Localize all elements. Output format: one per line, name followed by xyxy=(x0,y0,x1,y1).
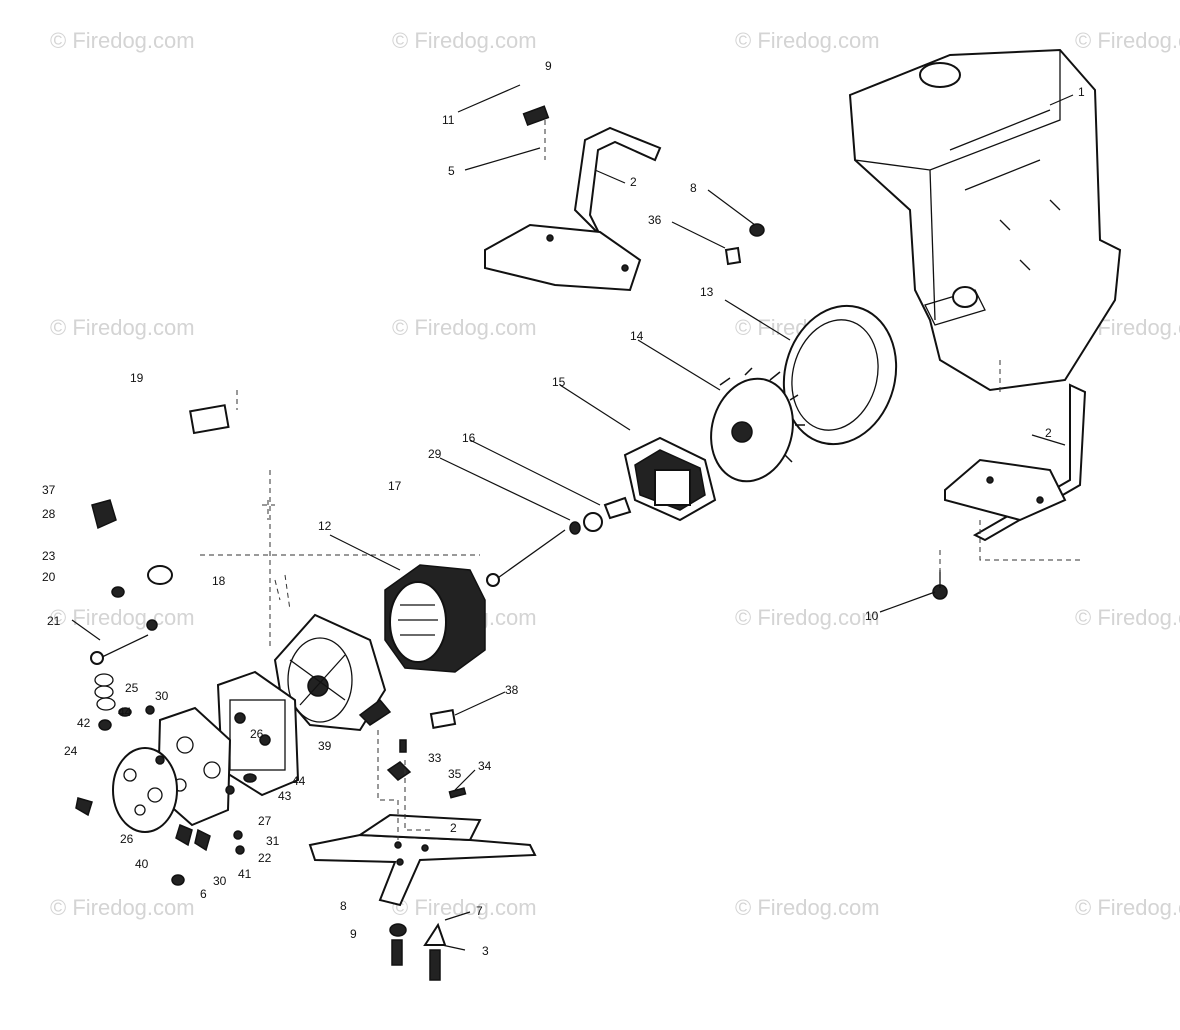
watermark: © Firedog.com xyxy=(735,895,880,920)
callout-2: 2 xyxy=(450,821,457,835)
top-handle-bracket xyxy=(484,126,662,292)
callout-12: 12 xyxy=(318,519,332,533)
callout-41: 41 xyxy=(238,867,252,881)
rotor xyxy=(603,436,717,522)
watermark: © Firedog.com xyxy=(392,895,537,920)
callout-9: 9 xyxy=(350,927,357,941)
receptacle-plate xyxy=(112,747,178,833)
callout-42: 42 xyxy=(77,716,91,730)
callout-8: 8 xyxy=(690,181,697,195)
callout-16: 16 xyxy=(462,431,476,445)
watermark: © Firedog.com xyxy=(50,28,195,53)
cooling-fan xyxy=(710,367,805,483)
watermark: © Firedog.com xyxy=(735,605,880,630)
callout-10: 10 xyxy=(865,609,879,623)
callout-19: 19 xyxy=(130,371,144,385)
callout-15: 15 xyxy=(552,375,566,389)
callout-40: 40 xyxy=(135,857,149,871)
callout-14: 14 xyxy=(630,329,644,343)
callout-36: 36 xyxy=(648,213,662,227)
callout-2: 2 xyxy=(1045,426,1052,440)
watermark: © Firedog.com xyxy=(1075,28,1180,53)
callout-22: 22 xyxy=(258,851,272,865)
callout-33: 33 xyxy=(428,751,442,765)
callout-20: 20 xyxy=(42,570,56,584)
bottom-handle-bracket xyxy=(308,813,537,907)
assembly-guides xyxy=(200,120,1080,840)
callout-39: 39 xyxy=(318,739,332,753)
watermark: © Firedog.com xyxy=(50,315,195,340)
callout-9: 9 xyxy=(545,59,552,73)
callout-labels: 1 2 2 2 3 5 6 7 8 8 9 9 10 11 12 13 14 1… xyxy=(42,59,1085,958)
watermark: © Firedog.com xyxy=(735,28,880,53)
callout-26: 26 xyxy=(250,727,264,741)
callout-37: 37 xyxy=(42,483,56,497)
callout-28: 28 xyxy=(42,507,56,521)
callout-18: 18 xyxy=(212,574,226,588)
callout-8: 8 xyxy=(340,899,347,913)
watermark: © Firedog.com xyxy=(50,895,195,920)
callout-13: 13 xyxy=(700,285,714,299)
callout-6: 6 xyxy=(200,887,207,901)
callout-1: 1 xyxy=(1078,85,1085,99)
callout-7: 7 xyxy=(476,904,483,918)
callout-44: 44 xyxy=(292,774,306,788)
right-handle-bracket xyxy=(944,383,1087,542)
callout-38: 38 xyxy=(505,683,519,697)
callout-23: 23 xyxy=(42,549,56,563)
callout-35: 35 xyxy=(448,767,462,781)
callout-27: 27 xyxy=(258,814,272,828)
watermark: © Firedog.com xyxy=(392,315,537,340)
callout-44: 44 xyxy=(118,705,132,719)
callout-30: 30 xyxy=(213,874,227,888)
callout-leaders xyxy=(71,84,1074,951)
watermark: © Firedog.com xyxy=(392,28,537,53)
callout-5: 5 xyxy=(448,164,455,178)
callout-25: 25 xyxy=(125,681,139,695)
callout-31: 31 xyxy=(266,834,280,848)
watermark: © Firedog.com xyxy=(1075,605,1180,630)
hardware xyxy=(75,105,948,981)
stator xyxy=(384,564,486,673)
callout-43: 43 xyxy=(278,789,292,803)
watermark: © Firedog.com xyxy=(50,605,195,630)
engine xyxy=(848,48,1122,392)
callout-29: 29 xyxy=(428,447,442,461)
callout-11: 11 xyxy=(442,113,455,127)
callout-3: 3 xyxy=(482,944,489,958)
watermark: © Firedog.com xyxy=(1075,895,1180,920)
callout-2: 2 xyxy=(630,175,637,189)
fan-housing xyxy=(782,304,898,446)
callout-34: 34 xyxy=(478,759,492,773)
callout-21: 21 xyxy=(47,614,61,628)
callout-30: 30 xyxy=(155,689,169,703)
watermark-layer: © Firedog.com © Firedog.com © Firedog.co… xyxy=(50,28,1180,920)
callout-17: 17 xyxy=(388,479,402,493)
callout-26: 26 xyxy=(120,832,134,846)
callout-24: 24 xyxy=(64,744,78,758)
